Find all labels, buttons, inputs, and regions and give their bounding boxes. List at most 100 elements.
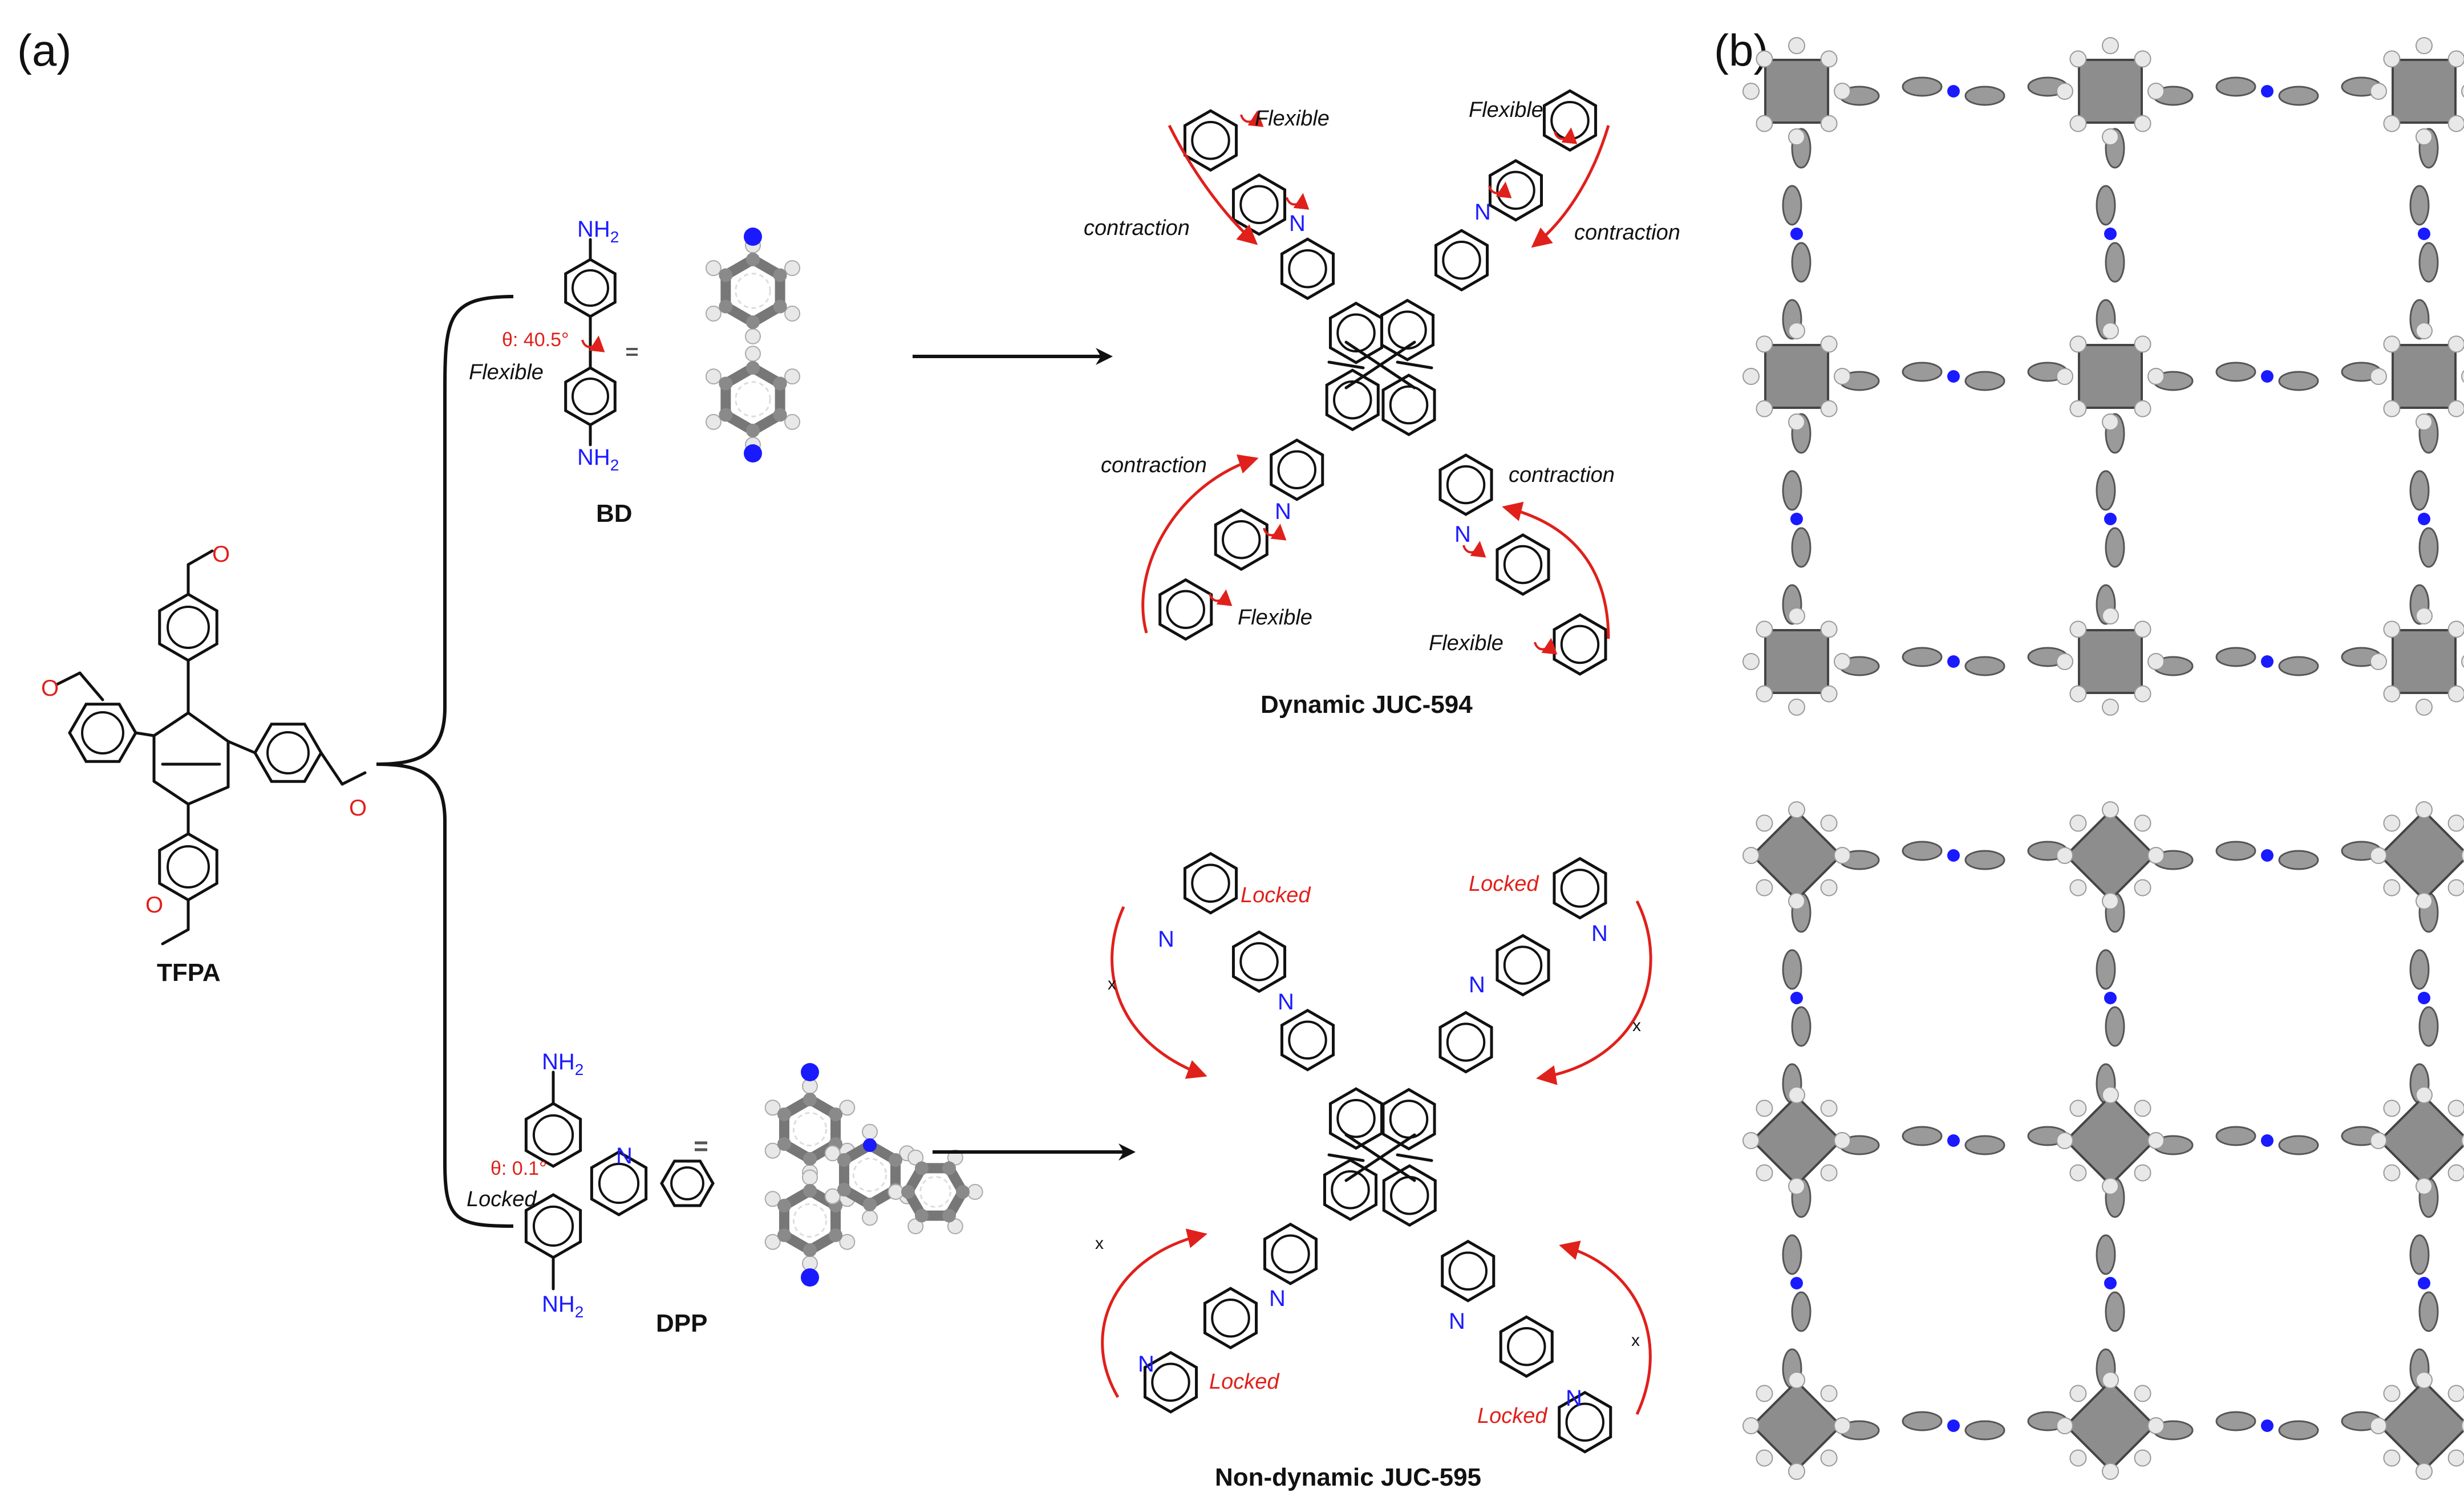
node-hydrogen — [2069, 879, 2087, 896]
arrow-594-tl — [1168, 124, 1258, 245]
node-hydrogen — [2147, 83, 2165, 100]
tfpa-ring-top — [158, 593, 218, 662]
ring-outline — [1270, 438, 1324, 501]
bd-label: BD — [596, 500, 633, 528]
blocked-mark-top-right: x — [1632, 1016, 1641, 1035]
carbon-atom — [803, 1243, 817, 1257]
carbon-atom — [719, 268, 733, 282]
carbon-atom — [746, 361, 760, 375]
node-core — [2064, 1380, 2157, 1472]
juc595-arm-tr-ring-0 — [1381, 1088, 1436, 1151]
node-hydrogen — [2147, 1132, 2165, 1149]
juc594-arm-tr-ring-2 — [1488, 159, 1543, 222]
node-hydrogen — [1788, 1178, 1805, 1195]
node-hydrogen — [1756, 620, 1773, 638]
bd-model-nitrogen-top — [744, 228, 762, 246]
node-hydrogen — [1742, 1132, 1760, 1149]
node-hydrogen — [2416, 1372, 2433, 1389]
node-core — [2064, 809, 2157, 902]
node-hydrogen — [1820, 879, 1838, 896]
hydrogen-atom — [907, 1149, 924, 1166]
linker-ring — [2096, 949, 2116, 990]
juc595-arm-bl-ring-3 — [1143, 1350, 1198, 1414]
dpp-model-nitrogen-top — [801, 1063, 819, 1081]
node-hydrogen — [1820, 1449, 1838, 1467]
ring-aromatic-circle — [1331, 1170, 1370, 1210]
node-hydrogen — [1834, 1132, 1851, 1149]
aromatic-ring — [792, 1111, 828, 1147]
bond — [341, 771, 367, 786]
arrow-595-br — [1559, 1240, 1652, 1415]
linker-ring — [2105, 1291, 2125, 1332]
dpp-label: DPP — [656, 1309, 707, 1337]
dpp-amine-bottom: NH2 — [542, 1292, 583, 1321]
juc595-arm-bl-ring-0 — [1323, 1158, 1378, 1222]
node-hydrogen — [2134, 1164, 2151, 1182]
hydrogen-atom — [862, 1123, 878, 1140]
ring-outline — [1325, 368, 1380, 432]
hydrogen-atom — [764, 1100, 781, 1116]
hydrogen-atom — [824, 1188, 841, 1204]
ring-outline — [1158, 578, 1213, 641]
carbon-atom — [829, 1228, 843, 1242]
tfpa-oxygen-right: O — [349, 796, 367, 821]
ring-aromatic-circle — [1565, 1402, 1604, 1442]
node-hydrogen — [1756, 1385, 1773, 1402]
node-hydrogen — [2447, 400, 2464, 417]
ring-aromatic-circle — [1222, 520, 1261, 559]
equivalence-sign-dpp — [695, 1141, 707, 1151]
curl-594-tl2 — [1286, 193, 1310, 210]
flexible-label-bottom-left: Flexible — [1238, 606, 1312, 630]
linker-nitrogen — [2261, 1134, 2273, 1147]
node-hydrogen — [2134, 879, 2151, 896]
juc595-arm-tl-ring-2 — [1231, 930, 1287, 993]
hydrogen-atom — [764, 1191, 781, 1207]
ring-outline — [1280, 237, 1335, 301]
juc595-arm-tr-ring-3 — [1553, 857, 1607, 920]
carbon-atom — [773, 376, 787, 391]
juc594-arm-tl-ring-3 — [1183, 109, 1238, 172]
hydrogen-atom — [907, 1218, 924, 1235]
bond-layer — [55, 238, 1433, 1291]
ring-outline — [564, 366, 617, 427]
hydrogen-atom — [705, 413, 722, 430]
node-hydrogen — [2416, 893, 2433, 910]
node-hydrogen — [1756, 115, 1773, 132]
node-hydrogen — [2134, 115, 2151, 132]
tfpa-ring-bottom — [158, 832, 218, 902]
node-core — [2392, 629, 2457, 694]
amine-subscript: 2 — [575, 1303, 584, 1321]
linker-ring — [2215, 76, 2256, 97]
carbon-atom — [837, 1153, 851, 1167]
linker-ring — [1964, 86, 2005, 106]
carbon-atom — [829, 1108, 843, 1121]
juc594-imine-n-tr: N — [1474, 200, 1491, 225]
linker-ring — [1964, 371, 2005, 391]
carbon-atom — [889, 1153, 903, 1167]
ring-outline — [1203, 1287, 1258, 1350]
linker-ring — [1782, 470, 1802, 511]
node-hydrogen — [2147, 653, 2165, 670]
node-core — [1750, 809, 1843, 902]
linker-ring — [1791, 1291, 1811, 1332]
node-hydrogen — [1756, 1100, 1773, 1117]
node-hydrogen — [2447, 50, 2464, 68]
node-hydrogen — [1742, 1417, 1760, 1434]
juc595-imine-n-tl: N — [1278, 989, 1294, 1015]
juc595-arm-tl-ring-3 — [1183, 851, 1238, 915]
node-hydrogen — [2102, 1463, 2119, 1480]
nondynamic-framework-label: Non-dynamic JUC-595 — [1215, 1463, 1481, 1491]
carbon-atom — [719, 376, 733, 391]
linker-ring — [2409, 1234, 2430, 1275]
juc595-ring-n-tl: N — [1158, 927, 1174, 952]
node-core — [1764, 344, 1829, 409]
ring-aromatic-circle — [1211, 1299, 1250, 1338]
node-hydrogen — [1820, 1100, 1838, 1117]
carbon-atom — [863, 1198, 877, 1211]
crystal-juc595 — [1742, 801, 2464, 1480]
juc594-arm-br-ring-2 — [1496, 533, 1550, 596]
juc594-arm-br-ring-1 — [1438, 453, 1493, 516]
dpp-model-nitrogen-bottom — [801, 1268, 819, 1287]
curl-594-bl — [1209, 589, 1233, 606]
node-hydrogen — [2069, 1449, 2087, 1467]
